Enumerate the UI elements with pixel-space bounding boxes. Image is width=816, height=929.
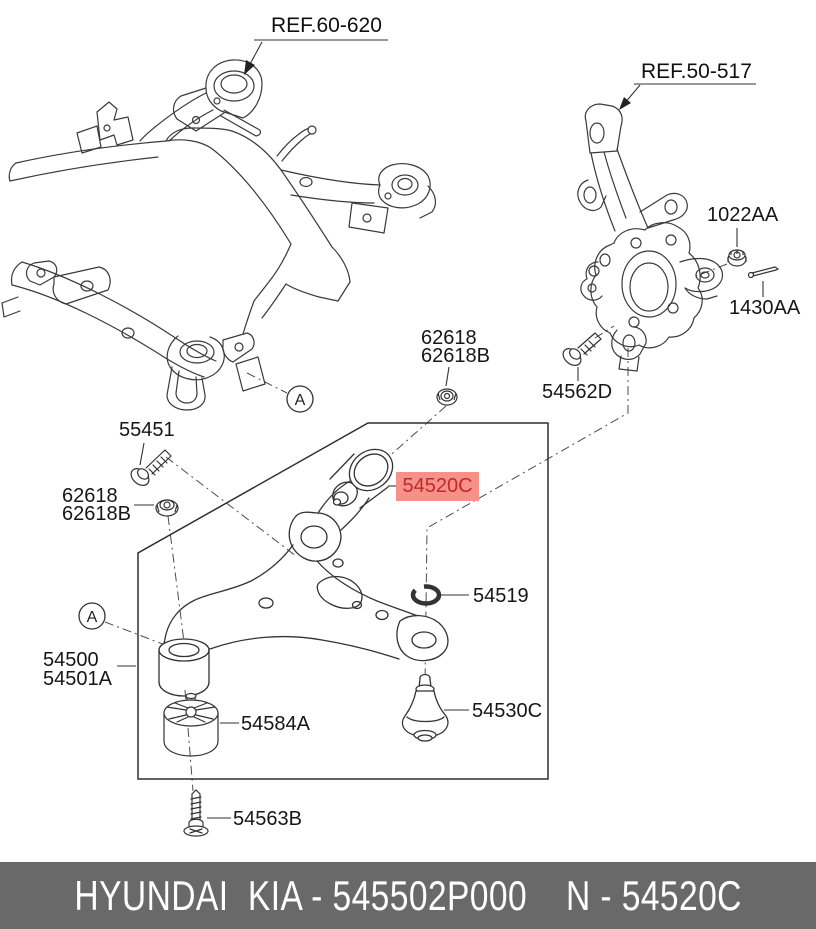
ref-label-subframe[interactable]: REF.60-620: [271, 14, 382, 37]
knuckle-illustration: [577, 103, 724, 372]
cotter-pin: [747, 266, 780, 279]
assembly-axis-lines: [104, 263, 728, 792]
subframe-mount-ring: [213, 70, 255, 102]
front-pivot-bore: [300, 525, 328, 549]
rear-bushing: [163, 692, 219, 757]
part-label-62618b-top[interactable]: 62618B: [421, 345, 490, 367]
arm-bolt: [183, 789, 209, 837]
leader-lines: [117, 39, 764, 819]
front-bushing: [329, 448, 394, 509]
detail-box: [137, 422, 549, 780]
diagram-canvas: A A: [1, 39, 780, 837]
part-label-54530c[interactable]: 54530C: [472, 700, 543, 722]
ref-label-knuckle[interactable]: REF.50-517: [641, 60, 752, 83]
flange-nut-left: [155, 499, 179, 517]
ball-joint-plate: [396, 614, 449, 662]
part-label-1430aa[interactable]: 1430AA: [729, 297, 801, 319]
part-label-54563b[interactable]: 54563B: [233, 808, 302, 830]
part-label-62618-left[interactable]: 62618: [62, 485, 118, 507]
part-label-54500[interactable]: 54500: [43, 649, 99, 671]
part-label-62618b-left[interactable]: 62618B: [62, 503, 131, 525]
part-label-54584a[interactable]: 54584A: [241, 713, 310, 735]
detail-marker-letter: A: [295, 392, 306, 409]
footer-part-info: HYUNDAI KIA - 545502P000 N - 54520C: [74, 871, 742, 919]
knuckle-bolt: [562, 332, 602, 366]
castle-nut: [727, 249, 747, 267]
detail-marker-a1: A: [286, 385, 314, 413]
detail-marker-a2: A: [78, 602, 106, 630]
subframe-arm-mount-ring: [179, 340, 215, 364]
snap-ring: [410, 584, 442, 606]
part-label-54562d[interactable]: 54562D: [542, 381, 613, 403]
part-label-55451[interactable]: 55451: [119, 419, 175, 441]
part-label-54519[interactable]: 54519: [473, 585, 529, 607]
subframe-illustration: [1, 59, 437, 411]
front-bolt: [130, 449, 172, 486]
footer-bar: HYUNDAI KIA - 545502P000 N - 54520C: [0, 862, 816, 929]
hub-bore: [621, 250, 677, 318]
detail-marker-letter: A: [87, 609, 98, 626]
part-label-54520c-highlighted[interactable]: 54520C: [396, 472, 479, 501]
part-label-54501a[interactable]: 54501A: [43, 668, 112, 690]
ball-joint: [401, 673, 449, 742]
rear-bushing-cup: [158, 638, 210, 697]
part-label-1022aa[interactable]: 1022AA: [707, 204, 779, 226]
arrowhead-knuckle-ref: [619, 97, 631, 110]
flange-nut-top: [436, 388, 458, 406]
control-arm-illustration: [158, 448, 449, 697]
part-label-62618-top[interactable]: 62618: [421, 327, 477, 349]
arrowhead-subframe-ref: [244, 60, 255, 75]
